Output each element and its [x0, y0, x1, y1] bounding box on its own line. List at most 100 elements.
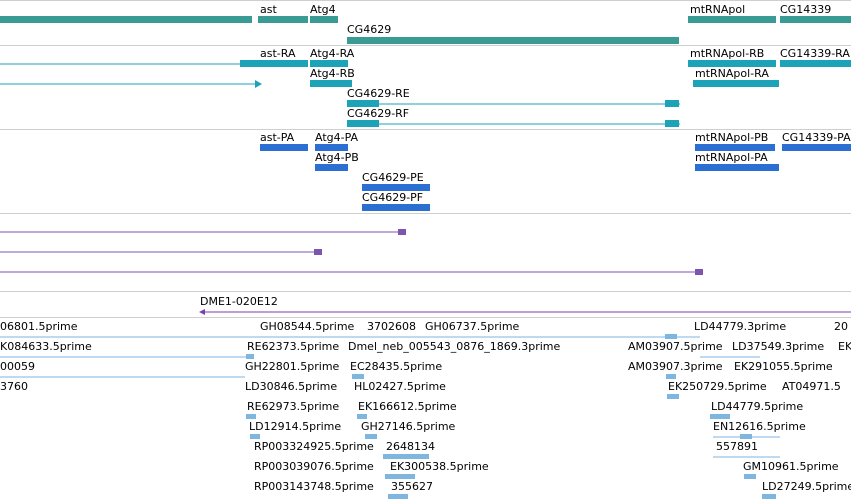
- protein-label: mtRNApol-PB: [695, 131, 769, 144]
- track-separator: [0, 317, 851, 318]
- gene-feature-ast[interactable]: [258, 16, 308, 23]
- est-label: 2648134: [386, 440, 435, 453]
- track-separator: [0, 0, 851, 1]
- est-block[interactable]: [667, 394, 679, 399]
- est-label: EN12616.5prime: [713, 420, 806, 433]
- est-label: RP003143748.5prime: [254, 480, 374, 493]
- transcript-cg4629-re-3p[interactable]: [665, 100, 679, 107]
- protein-label: Atg4-PB: [315, 151, 359, 164]
- est-label: 355627: [391, 480, 433, 493]
- gene-feature-cg14339[interactable]: [780, 16, 851, 23]
- transcript-end-arrow: [255, 80, 262, 88]
- gene-feature-mtrnapol[interactable]: [688, 16, 776, 23]
- est-block[interactable]: [246, 354, 254, 359]
- est-block[interactable]: [710, 414, 730, 419]
- est-label: GH22801.5prime: [245, 360, 340, 373]
- transcript-label: CG14339-RA: [780, 47, 850, 60]
- est-label: 06801.5prime: [0, 320, 78, 333]
- transcript-cg4629-rf-3p[interactable]: [665, 120, 679, 127]
- est-block[interactable]: [352, 374, 364, 379]
- transcript-label: Atg4-RB: [310, 67, 355, 80]
- protein-cg4629-pe[interactable]: [362, 184, 430, 191]
- gene-feature-cg4629[interactable]: [347, 37, 679, 44]
- est-label: LD12914.5prime: [249, 420, 342, 433]
- transcript-cg4629-re[interactable]: [347, 100, 379, 107]
- est-block[interactable]: [744, 474, 756, 479]
- est-label: EK291055.5prime: [734, 360, 833, 373]
- est-label: RE62973.5prime: [247, 400, 340, 413]
- gene-label-cg14339: CG14339: [780, 3, 832, 16]
- est-label: EC28435.5prime: [350, 360, 443, 373]
- est-label: EK250729.5prime: [668, 380, 767, 393]
- est-block[interactable]: [357, 414, 367, 419]
- est-block[interactable]: [246, 414, 256, 419]
- transcript-label: mtRNApol-RB: [690, 47, 765, 60]
- clone-left-arrow: [199, 309, 205, 315]
- gene-label-mtrnapol: mtRNApol: [690, 3, 746, 16]
- gene-label-atg4: Atg4: [310, 3, 336, 16]
- est-label: EK: [838, 340, 851, 353]
- est-block[interactable]: [740, 434, 752, 439]
- gene-feature-atg4[interactable]: [310, 16, 338, 23]
- purple-feature-3-end: [695, 269, 703, 275]
- transcript-label: CG4629-RF: [347, 107, 410, 120]
- gene-feature-left[interactable]: [0, 16, 252, 23]
- est-block[interactable]: [385, 474, 415, 479]
- est-label: K084633.5prime: [0, 340, 92, 353]
- est-label: GH08544.5prime: [260, 320, 355, 333]
- transcript-mtrnapol-rb[interactable]: [688, 60, 776, 67]
- est-label: LD37549.3prime: [732, 340, 825, 353]
- est-block[interactable]: [665, 334, 677, 339]
- est-label: 00059: [0, 360, 35, 373]
- transcript-label: CG4629-RE: [347, 87, 410, 100]
- transcript-ast-ra[interactable]: [240, 60, 308, 67]
- est-label: 20: [834, 320, 848, 333]
- est-label: LD27249.5prime: [762, 480, 851, 493]
- transcript-cg4629-rf[interactable]: [347, 120, 379, 127]
- est-label: RE62373.5prime: [247, 340, 340, 353]
- transcript-label: ast-RA: [260, 47, 296, 60]
- est-label: Dmel_neb_005543_0876_1869.3prime: [348, 340, 561, 353]
- protein-label: mtRNApol-PA: [695, 151, 768, 164]
- transcript-atg4-ra[interactable]: [310, 60, 348, 67]
- est-block[interactable]: [666, 374, 676, 379]
- est-label: LD44779.5prime: [711, 400, 804, 413]
- protein-mtrnapol-pa[interactable]: [695, 164, 779, 171]
- purple-feature-2-end: [314, 249, 322, 255]
- est-label: AM03907.5prime: [628, 340, 723, 353]
- est-label: HL02427.5prime: [354, 380, 446, 393]
- protein-label: CG14339-PA: [782, 131, 851, 144]
- protein-label: ast-PA: [260, 131, 295, 144]
- protein-mtrnapol-pb[interactable]: [695, 144, 775, 151]
- clone-label: DME1-020E12: [200, 295, 278, 308]
- est-label: EK166612.5prime: [358, 400, 457, 413]
- est-block[interactable]: [388, 494, 408, 499]
- est-label: RP003039076.5prime: [254, 460, 374, 473]
- protein-cg4629-pf[interactable]: [362, 204, 430, 211]
- protein-cg14339-pa[interactable]: [782, 144, 851, 151]
- protein-atg4-pa[interactable]: [315, 144, 348, 151]
- protein-atg4-pb[interactable]: [315, 164, 348, 171]
- est-label: AT04971.5: [782, 380, 841, 393]
- protein-label: Atg4-PA: [315, 131, 359, 144]
- est-block[interactable]: [250, 434, 260, 439]
- est-label: GH06737.5prime: [425, 320, 520, 333]
- transcript-atg4-rb[interactable]: [310, 80, 352, 87]
- transcript-cg14339-ra[interactable]: [780, 60, 851, 67]
- est-label: LD44779.3prime: [694, 320, 787, 333]
- protein-ast-pa[interactable]: [260, 144, 308, 151]
- est-block[interactable]: [365, 434, 377, 439]
- gene-label-cg4629: CG4629: [347, 23, 392, 36]
- est-label: LD30846.5prime: [245, 380, 338, 393]
- track-separator: [0, 213, 851, 214]
- transcript-mtrnapol-ra[interactable]: [693, 80, 779, 87]
- est-block[interactable]: [762, 494, 776, 499]
- protein-label: CG4629-PE: [362, 171, 424, 184]
- est-label: 3760: [0, 380, 28, 393]
- est-label: EK300538.5prime: [390, 460, 489, 473]
- est-label: RP003324925.5prime: [254, 440, 374, 453]
- est-block[interactable]: [383, 454, 429, 459]
- est-label: 557891: [716, 440, 758, 453]
